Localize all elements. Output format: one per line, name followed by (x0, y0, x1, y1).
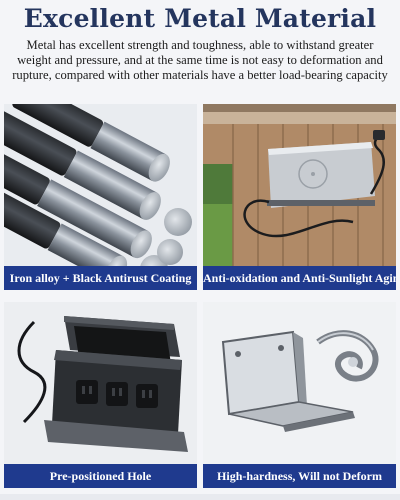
feature-panel-high-hardness: High-hardness, Will not Deform (203, 302, 396, 488)
feature-panel-anti-oxidation: Anti-oxidation and Anti-Sunlight Aging (203, 104, 396, 290)
feature-panel-prepositioned-hole: Pre-positioned Hole (4, 302, 197, 488)
page-description: Metal has excellent strength and toughne… (12, 38, 388, 82)
feature-panel-antirust: Iron alloy + Black Antirust Coating (4, 104, 197, 290)
bent-bracket-image (203, 302, 396, 464)
power-box-image (4, 302, 197, 464)
page-title: Excellent Metal Material (23, 4, 377, 33)
panel-caption: Iron alloy + Black Antirust Coating (4, 266, 197, 290)
outdoor-bracket-image (203, 104, 396, 266)
panel-caption: High-hardness, Will not Deform (203, 464, 396, 488)
metal-rods-image (4, 104, 197, 266)
panel-caption: Anti-oxidation and Anti-Sunlight Aging (203, 266, 396, 290)
panel-caption: Pre-positioned Hole (4, 464, 197, 488)
bottom-strip (0, 494, 400, 500)
